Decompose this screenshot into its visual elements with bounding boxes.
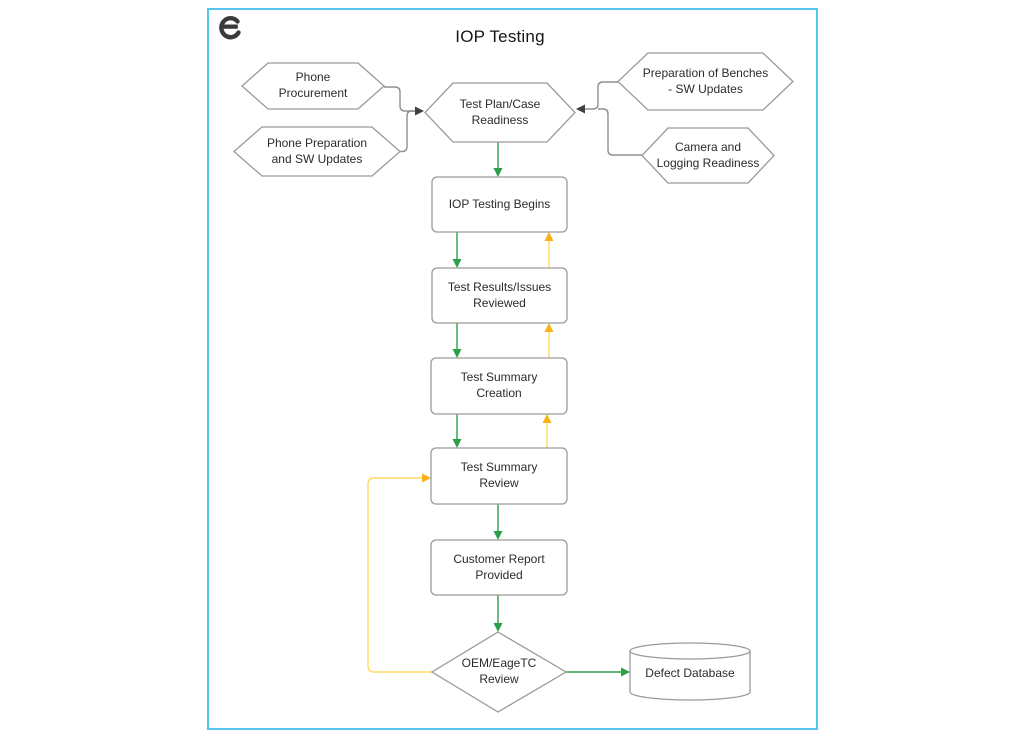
arrow-oem-to-review-feedback <box>367 477 432 673</box>
hexagon-test-plan-readiness <box>424 82 576 143</box>
hexagon-preparation-of-benches <box>617 52 794 111</box>
arrowhead-creation-to-review <box>452 439 462 448</box>
arrowhead-testplan-to-iop <box>493 168 503 177</box>
arrowhead-into-test-plan-left <box>415 106 424 116</box>
arrowhead-into-test-plan-right <box>576 104 585 114</box>
arrowhead-review-to-creation <box>542 414 552 423</box>
rect-customer-report-provided <box>430 539 568 596</box>
rect-test-results-reviewed <box>431 267 568 324</box>
arrowhead-review-to-report <box>493 531 503 540</box>
rect-test-summary-review <box>430 447 568 505</box>
e-logo-icon <box>219 16 241 40</box>
hexagon-phone-procurement <box>241 62 385 110</box>
connector-phone-preparation <box>400 110 416 153</box>
arrowhead-oem-to-database <box>621 667 630 677</box>
hexagon-camera-logging <box>641 127 775 184</box>
diamond-oem-eagetc-review <box>430 631 568 713</box>
rect-test-summary-creation <box>430 357 568 415</box>
arrowhead-results-to-creation <box>452 349 462 358</box>
hexagon-phone-preparation <box>233 126 401 177</box>
cylinder-defect-database-lip <box>629 650 751 660</box>
arrowhead-oem-to-review <box>422 473 431 483</box>
arrowhead-report-to-oem <box>493 623 503 632</box>
arrowhead-results-to-iop <box>544 232 554 241</box>
cylinder-defect-database <box>629 642 751 701</box>
arrowhead-iop-to-results <box>452 259 462 268</box>
arrowhead-creation-to-results <box>544 323 554 332</box>
connector-phone-procurement <box>384 86 416 112</box>
connector-benches <box>584 81 618 110</box>
rect-iop-testing-begins <box>431 176 568 233</box>
connector-camera-logging <box>598 108 642 156</box>
page-title: IOP Testing <box>455 27 545 46</box>
